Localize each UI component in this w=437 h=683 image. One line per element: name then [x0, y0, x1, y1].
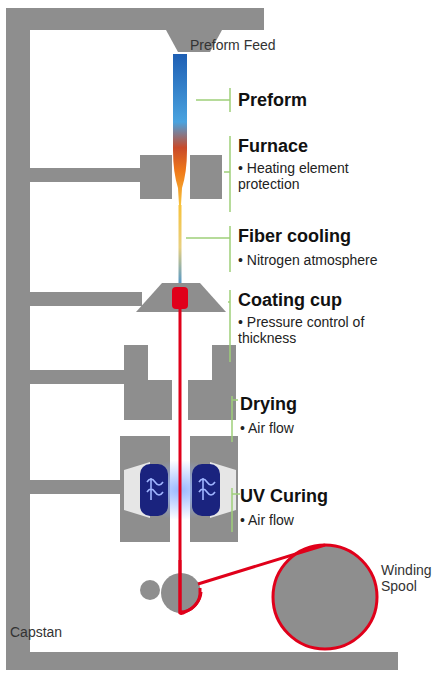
- capstan-small-roller: [140, 580, 160, 600]
- section-note: • Air flow: [240, 512, 294, 528]
- section-heading: Coating cup: [238, 290, 342, 311]
- section-heading: Preform: [238, 90, 307, 111]
- furnace: [140, 155, 222, 199]
- section-heading: Fiber cooling: [238, 226, 351, 247]
- coating-cup: [136, 283, 226, 312]
- section-heading: Drying: [240, 394, 297, 415]
- winding-spool: [273, 545, 377, 649]
- leader-lines: [186, 88, 240, 532]
- part-label: Winding Spool: [381, 562, 433, 594]
- tower-frame: [6, 8, 398, 670]
- preform-rod: [173, 54, 187, 205]
- section-note: • Heating element protection: [238, 160, 378, 192]
- coating-resin: [172, 287, 188, 309]
- section-heading: UV Curing: [240, 486, 328, 507]
- part-label: Preform Feed: [190, 37, 276, 53]
- fiber: [179, 205, 182, 290]
- coated-fiber: [180, 309, 325, 614]
- coated-fiber-wrap: [180, 560, 200, 612]
- section-note: • Nitrogen atmosphere: [238, 252, 433, 268]
- part-label: Capstan: [10, 624, 62, 640]
- section-note: • Pressure control of thickness: [238, 314, 388, 346]
- section-note: • Air flow: [240, 420, 294, 436]
- section-heading: Furnace: [238, 136, 308, 157]
